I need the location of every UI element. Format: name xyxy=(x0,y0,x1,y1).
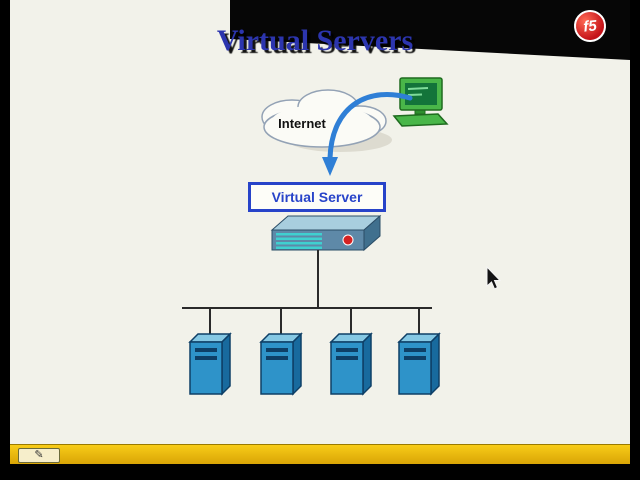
slide[interactable]: Virtual Servers f5 xyxy=(10,0,630,464)
presenter-toolbar: ✎ xyxy=(10,444,630,464)
bigip-appliance-icon xyxy=(270,214,382,252)
internet-label: Internet xyxy=(278,116,326,131)
internet-cloud-icon xyxy=(261,89,392,152)
virtual-server-label: Virtual Server xyxy=(271,189,363,205)
diagram-canvas xyxy=(182,77,449,396)
server-tower-icon xyxy=(329,332,373,396)
slide-title: Virtual Servers xyxy=(216,24,414,57)
pen-tool-icon[interactable]: ✎ xyxy=(18,448,60,463)
traffic-arrow-icon xyxy=(322,92,413,176)
server-tower-icon xyxy=(259,332,303,396)
client-workstation-icon xyxy=(392,77,449,127)
pool-server-icons xyxy=(188,332,441,396)
network-connector-lines xyxy=(182,250,432,334)
virtual-server-box: Virtual Server xyxy=(248,182,386,212)
server-tower-icon xyxy=(188,332,232,396)
server-tower-icon xyxy=(397,332,441,396)
